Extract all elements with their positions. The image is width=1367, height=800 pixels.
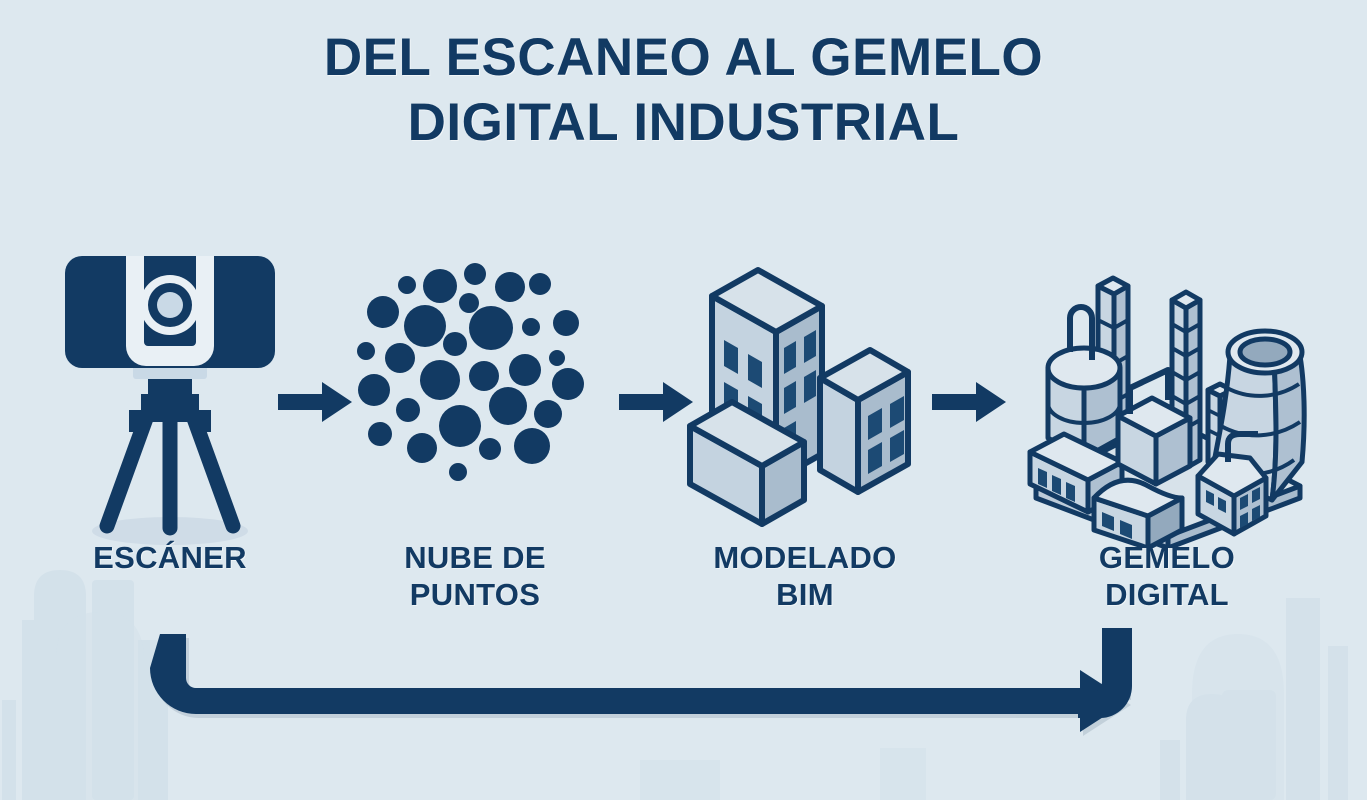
arrow-right-icon (278, 382, 352, 422)
title-line-2: DIGITAL INDUSTRIAL (407, 92, 960, 152)
arrow-scanner-to-cloud (276, 378, 354, 431)
arrow-cloud-to-bim (617, 378, 695, 431)
stage-label-bim-model: MODELADO BIM (675, 540, 935, 613)
stage-label-point-cloud: NUBE DE PUNTOS (345, 540, 605, 613)
arrow-right-icon (619, 382, 693, 422)
loop-arrow-right-icon (150, 628, 1132, 736)
point-cloud-icon-container (345, 248, 605, 548)
arrow-bim-to-twin (930, 378, 1008, 431)
arrow-right-icon (932, 382, 1006, 422)
flow-stage-bim-model: MODELADO BIM (675, 248, 935, 638)
stage-label-scanner: ESCÁNER (40, 540, 300, 577)
bim-buildings-icon (687, 267, 911, 527)
stage-label-twin-line-1: GEMELO (1098, 540, 1236, 575)
feedback-loop-arrow (140, 628, 1170, 743)
stage-label-bim-line-2: BIM (776, 576, 834, 612)
title-line-1: DEL ESCANEO AL GEMELO (323, 28, 1044, 87)
stage-label-scanner-line-1: ESCÁNER (93, 540, 247, 575)
stage-label-point-cloud-line-2: PUNTOS (409, 576, 541, 612)
flow-stage-digital-twin: GEMELO DIGITAL (1022, 248, 1312, 638)
digital-twin-icon-container (1022, 248, 1312, 548)
industrial-plant-icon (1027, 275, 1307, 548)
scanner-icon-container (40, 248, 300, 548)
laser-scanner-icon (65, 256, 275, 545)
stage-label-twin-line-2: DIGITAL (1105, 576, 1229, 612)
flow-stage-point-cloud: NUBE DE PUNTOS (345, 248, 605, 638)
page-title: DEL ESCANEO AL GEMELO DIGITAL INDUSTRIAL (0, 26, 1367, 155)
flow-stage-scanner: ESCÁNER (40, 248, 300, 638)
stage-label-bim-line-1: MODELADO (713, 540, 897, 575)
stage-label-point-cloud-line-1: NUBE DE (404, 540, 546, 575)
point-cloud-icon (357, 263, 584, 481)
stage-label-digital-twin: GEMELO DIGITAL (1022, 540, 1312, 613)
bim-icon-container (675, 248, 935, 548)
